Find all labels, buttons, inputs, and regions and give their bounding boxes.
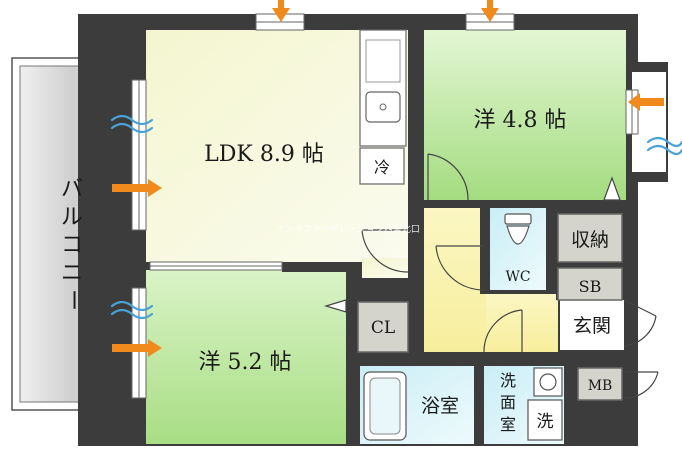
window-arrows <box>112 0 664 357</box>
label-ldk: LDK 8.9 帖 <box>204 142 324 167</box>
label-balcony-4: ニ <box>61 261 83 286</box>
sb-shoebox <box>557 267 623 301</box>
fridge <box>359 147 405 185</box>
sink <box>365 91 401 123</box>
label-washroom-3: 室 <box>500 415 516 434</box>
arrow-icon <box>628 93 664 111</box>
label-west48: 洋 4.8 帖 <box>474 108 567 133</box>
label-balcony-2: ル <box>61 205 83 230</box>
door-wc <box>435 245 485 291</box>
label-balcony-3: コ <box>61 233 83 258</box>
watermark-text: インタファーポレーション西宮北口 <box>276 223 420 235</box>
west52-floor <box>146 270 346 444</box>
airflow-icon <box>646 136 682 148</box>
hallway-floor <box>424 204 486 352</box>
west48-floor <box>424 30 626 200</box>
washbasin <box>533 367 563 397</box>
door-ldk <box>361 229 409 273</box>
label-washroom-2: 面 <box>500 393 516 412</box>
mb-meterbox <box>577 367 623 401</box>
label-west52: 洋 5.2 帖 <box>199 350 292 375</box>
arrow-icon <box>481 0 499 22</box>
label-washer: 洗 <box>537 412 554 432</box>
door-cl <box>323 299 347 313</box>
airflow-icon <box>110 300 154 312</box>
label-balcony-1: バ <box>61 177 83 202</box>
label-storage: 収納 <box>571 229 609 251</box>
airflow-icon <box>110 114 154 126</box>
label-entrance: 玄関 <box>573 315 611 337</box>
cl-closet <box>357 301 409 353</box>
door-west48 <box>427 153 469 201</box>
washer <box>527 399 563 441</box>
label-mb: MB <box>588 378 613 394</box>
washroom-fixtures <box>527 367 563 441</box>
arrow-icon <box>272 0 290 22</box>
arrow-icon <box>112 339 162 357</box>
bathtub-icon <box>363 371 407 441</box>
door-entrance <box>623 299 657 347</box>
toilet-icon <box>504 213 532 245</box>
door-washroom <box>483 309 523 353</box>
door-mb <box>623 371 659 399</box>
label-wc: WC <box>505 269 530 285</box>
label-bathroom: 浴室 <box>421 395 459 417</box>
stove <box>365 39 401 83</box>
doors <box>323 153 659 399</box>
label-cl: CL <box>371 318 395 338</box>
storage-boxes <box>357 213 623 401</box>
airflow-waves <box>110 114 682 320</box>
label-balcony-5: ー <box>60 289 85 311</box>
label-fridge: 冷 <box>374 158 390 177</box>
label-sb: SB <box>579 277 602 296</box>
entrance-floor <box>560 300 624 350</box>
arrow-icon <box>112 179 162 197</box>
room-labels: LDK 8.9 帖 洋 4.8 帖 洋 5.2 帖 収納 WC SB 玄関 CL… <box>60 108 612 434</box>
closet-storage <box>557 213 623 263</box>
kitchen <box>359 29 407 185</box>
label-washroom-1: 洗 <box>500 371 516 390</box>
door-storage <box>603 176 621 201</box>
